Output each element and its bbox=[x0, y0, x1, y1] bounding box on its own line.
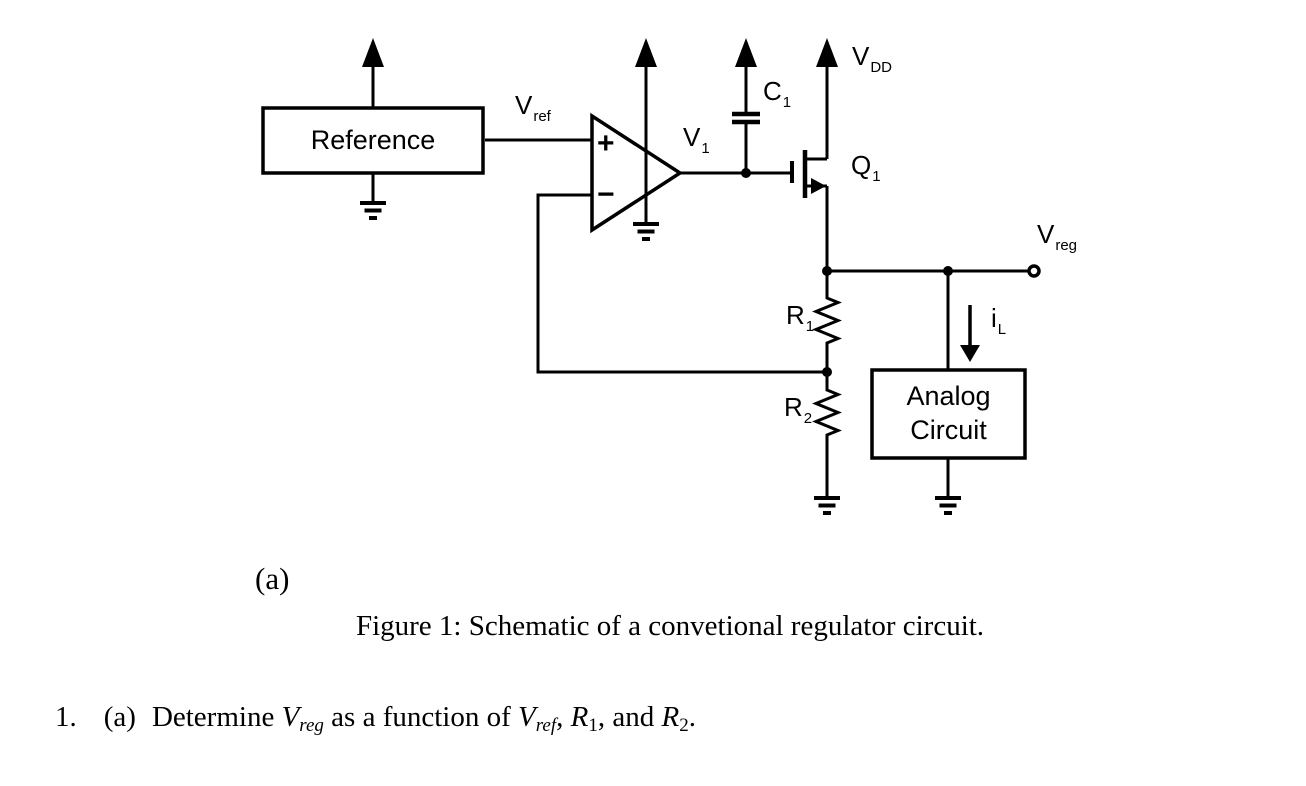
v1-main: V bbox=[683, 122, 701, 152]
node-dot-load bbox=[943, 266, 953, 276]
text-segment: V bbox=[281, 701, 300, 733]
c1-label: C1 bbox=[763, 76, 791, 110]
r1-sub: 1 bbox=[805, 318, 815, 335]
text-segment: R bbox=[570, 701, 589, 733]
v1-sub: 1 bbox=[701, 140, 710, 157]
text-segment: 1. bbox=[55, 701, 77, 733]
r2-label: R2 bbox=[784, 392, 812, 426]
r2-main: R bbox=[784, 392, 803, 422]
q1-label: Q1 bbox=[851, 150, 881, 184]
capacitor-c1 bbox=[732, 111, 760, 173]
resistor-r2 bbox=[812, 372, 842, 496]
c1-main: C bbox=[763, 76, 782, 106]
q1-sub: 1 bbox=[872, 168, 881, 185]
analog-circuit-line2: Circuit bbox=[910, 415, 987, 445]
text-segment: 2 bbox=[679, 715, 689, 736]
vreg-sub: reg bbox=[1055, 237, 1078, 254]
vdd-arrow-q1 bbox=[816, 38, 838, 159]
c1-sub: 1 bbox=[782, 94, 792, 111]
vdd-label: VDD bbox=[852, 41, 892, 75]
q1-main: Q bbox=[851, 150, 872, 180]
text-segment: , bbox=[556, 701, 571, 733]
ground-symbol-r2 bbox=[814, 496, 840, 515]
r1-label: R1 bbox=[786, 300, 814, 334]
r2-sub: 2 bbox=[803, 410, 813, 427]
vref-sub: ref bbox=[533, 108, 551, 125]
question-line: 1. (a) Determine Vreg as a function of Vre… bbox=[55, 701, 696, 737]
reference-block-label: Reference bbox=[263, 108, 483, 173]
text-segment: . bbox=[688, 701, 696, 733]
analog-circuit-line1: Analog bbox=[906, 381, 991, 412]
text-segment: , and bbox=[597, 701, 662, 733]
opamp-minus-input-label: − bbox=[597, 178, 615, 211]
analog-circuit-block-label: Analog Circuit bbox=[872, 370, 1025, 458]
vref-main: V bbox=[515, 90, 533, 120]
v1-label: V1 bbox=[683, 122, 710, 156]
load-current-arrow bbox=[960, 305, 980, 362]
opamp-plus-input-label: + bbox=[597, 127, 615, 160]
text-segment: reg bbox=[299, 715, 324, 736]
text-segment: (a) bbox=[103, 701, 136, 733]
text-segment: R bbox=[661, 701, 680, 733]
figure-caption: Figure 1: Schematic of a convetional reg… bbox=[355, 610, 985, 642]
opamp bbox=[590, 112, 684, 234]
vreg-main: V bbox=[1037, 219, 1055, 249]
mosfet-q1 bbox=[790, 150, 829, 271]
node-dot-gate bbox=[741, 168, 751, 178]
r1-main: R bbox=[786, 300, 805, 330]
vreg-label: Vreg bbox=[1037, 219, 1077, 253]
vdd-arrow-reference bbox=[362, 38, 384, 108]
schematic-canvas bbox=[261, 38, 1041, 515]
node-dots bbox=[741, 168, 953, 377]
reference-block bbox=[261, 106, 485, 175]
il-main: i bbox=[991, 303, 997, 333]
node-dot-divider bbox=[822, 367, 832, 377]
wire-feedback bbox=[536, 193, 827, 374]
vreg-terminal bbox=[1027, 264, 1041, 278]
ground-symbol-analog bbox=[935, 458, 961, 515]
ground-symbol-opamp bbox=[633, 222, 659, 241]
il-sub: L bbox=[997, 321, 1007, 338]
text-segment: V bbox=[518, 701, 536, 733]
vdd-arrow-c1 bbox=[735, 38, 757, 112]
text-segment: ref bbox=[535, 715, 557, 736]
il-label: iL bbox=[991, 303, 1006, 337]
vdd-sub: DD bbox=[870, 59, 893, 76]
text-segment: Determine bbox=[151, 701, 282, 733]
reference-text: Reference bbox=[310, 125, 436, 155]
text-segment: 1 bbox=[588, 715, 598, 736]
vref-label: Vref bbox=[515, 90, 551, 124]
figure-panel-label: (a) bbox=[255, 561, 290, 596]
vdd-arrow-opamp bbox=[635, 38, 657, 222]
ground-symbol-reference bbox=[360, 173, 386, 220]
resistor-r1 bbox=[812, 271, 842, 372]
vdd-main: V bbox=[852, 41, 870, 71]
text-segment: as a function of bbox=[323, 701, 519, 733]
node-dot-vreg bbox=[822, 266, 832, 276]
